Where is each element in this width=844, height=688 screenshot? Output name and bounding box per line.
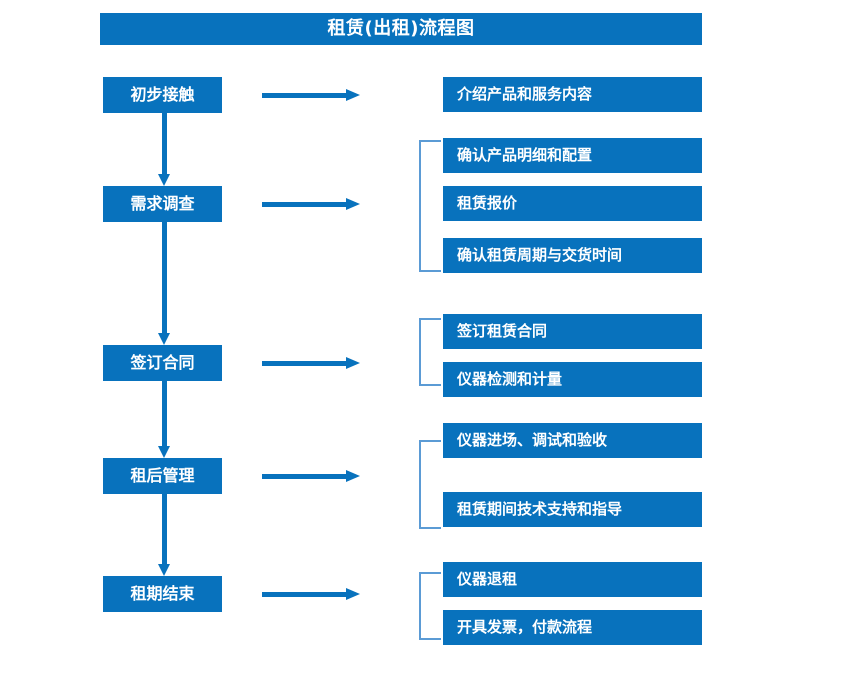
arrow-shaft	[162, 222, 167, 333]
detail-box-g4-1[interactable]: 仪器进场、调试和验收	[443, 423, 702, 458]
detail-label-g3-1: 签订租赁合同	[457, 322, 548, 340]
stage-box-3[interactable]: 签订合同	[103, 345, 222, 381]
stage-box-1[interactable]: 初步接触	[103, 77, 222, 113]
arrow-head-icon	[158, 333, 170, 345]
arrow-shaft	[262, 202, 348, 207]
group-bracket-3	[419, 318, 441, 386]
arrow-stage4-to-stage5	[156, 494, 172, 576]
detail-box-g4-2[interactable]: 租赁期间技术支持和指导	[443, 492, 702, 527]
arrow-stage5-to-details	[262, 586, 362, 602]
stage-label-1: 初步接触	[130, 85, 195, 104]
arrow-shaft	[262, 592, 348, 597]
arrow-stage1-to-stage2	[156, 113, 172, 186]
detail-label-g5-2: 开具发票，付款流程	[457, 618, 593, 636]
detail-label-g2-1: 确认产品明细和配置	[457, 146, 593, 164]
arrow-head-icon	[346, 89, 360, 101]
group-bracket-5	[419, 572, 441, 640]
arrow-head-icon	[158, 564, 170, 576]
detail-label-g2-3: 确认租赁周期与交货时间	[457, 246, 623, 264]
arrow-stage4-to-details	[262, 468, 362, 484]
arrow-head-icon	[346, 588, 360, 600]
arrow-shaft	[262, 361, 348, 366]
arrow-head-icon	[158, 174, 170, 186]
arrow-stage3-to-details	[262, 355, 362, 371]
stage-label-4: 租后管理	[130, 466, 195, 485]
detail-box-g2-1[interactable]: 确认产品明细和配置	[443, 138, 702, 173]
arrow-shaft	[162, 381, 167, 446]
stage-label-5: 租期结束	[130, 584, 195, 603]
arrow-head-icon	[158, 446, 170, 458]
detail-box-g1-1[interactable]: 介绍产品和服务内容	[443, 77, 702, 112]
detail-box-g2-2[interactable]: 租赁报价	[443, 186, 702, 221]
arrow-shaft	[162, 494, 167, 564]
arrow-head-icon	[346, 198, 360, 210]
detail-box-g5-1[interactable]: 仪器退租	[443, 562, 702, 597]
page-title: 租赁(出租)流程图	[327, 18, 475, 39]
arrow-stage2-to-stage3	[156, 222, 172, 345]
arrow-stage1-to-detail	[262, 87, 362, 103]
detail-box-g3-1[interactable]: 签订租赁合同	[443, 314, 702, 349]
detail-label-g5-1: 仪器退租	[457, 570, 518, 588]
stage-label-3: 签订合同	[130, 353, 195, 372]
stage-box-5[interactable]: 租期结束	[103, 576, 222, 612]
detail-box-g2-3[interactable]: 确认租赁周期与交货时间	[443, 238, 702, 273]
arrow-head-icon	[346, 357, 360, 369]
arrow-shaft	[162, 113, 167, 174]
stage-label-2: 需求调查	[130, 194, 195, 213]
detail-box-g3-2[interactable]: 仪器检测和计量	[443, 362, 702, 397]
detail-label-g4-1: 仪器进场、调试和验收	[457, 431, 608, 449]
detail-label-g4-2: 租赁期间技术支持和指导	[457, 500, 623, 518]
arrow-stage2-to-details	[262, 196, 362, 212]
detail-box-g5-2[interactable]: 开具发票，付款流程	[443, 610, 702, 645]
group-bracket-4	[419, 440, 441, 529]
detail-label-g2-2: 租赁报价	[457, 194, 518, 212]
group-bracket-2	[419, 140, 441, 272]
diagram-title-bar: 租赁(出租)流程图	[100, 13, 702, 45]
detail-label-g1-1: 介绍产品和服务内容	[457, 85, 593, 103]
arrow-head-icon	[346, 470, 360, 482]
stage-box-4[interactable]: 租后管理	[103, 458, 222, 494]
detail-label-g3-2: 仪器检测和计量	[457, 370, 563, 388]
arrow-shaft	[262, 93, 348, 98]
arrow-stage3-to-stage4	[156, 381, 172, 458]
arrow-shaft	[262, 474, 348, 479]
stage-box-2[interactable]: 需求调查	[103, 186, 222, 222]
